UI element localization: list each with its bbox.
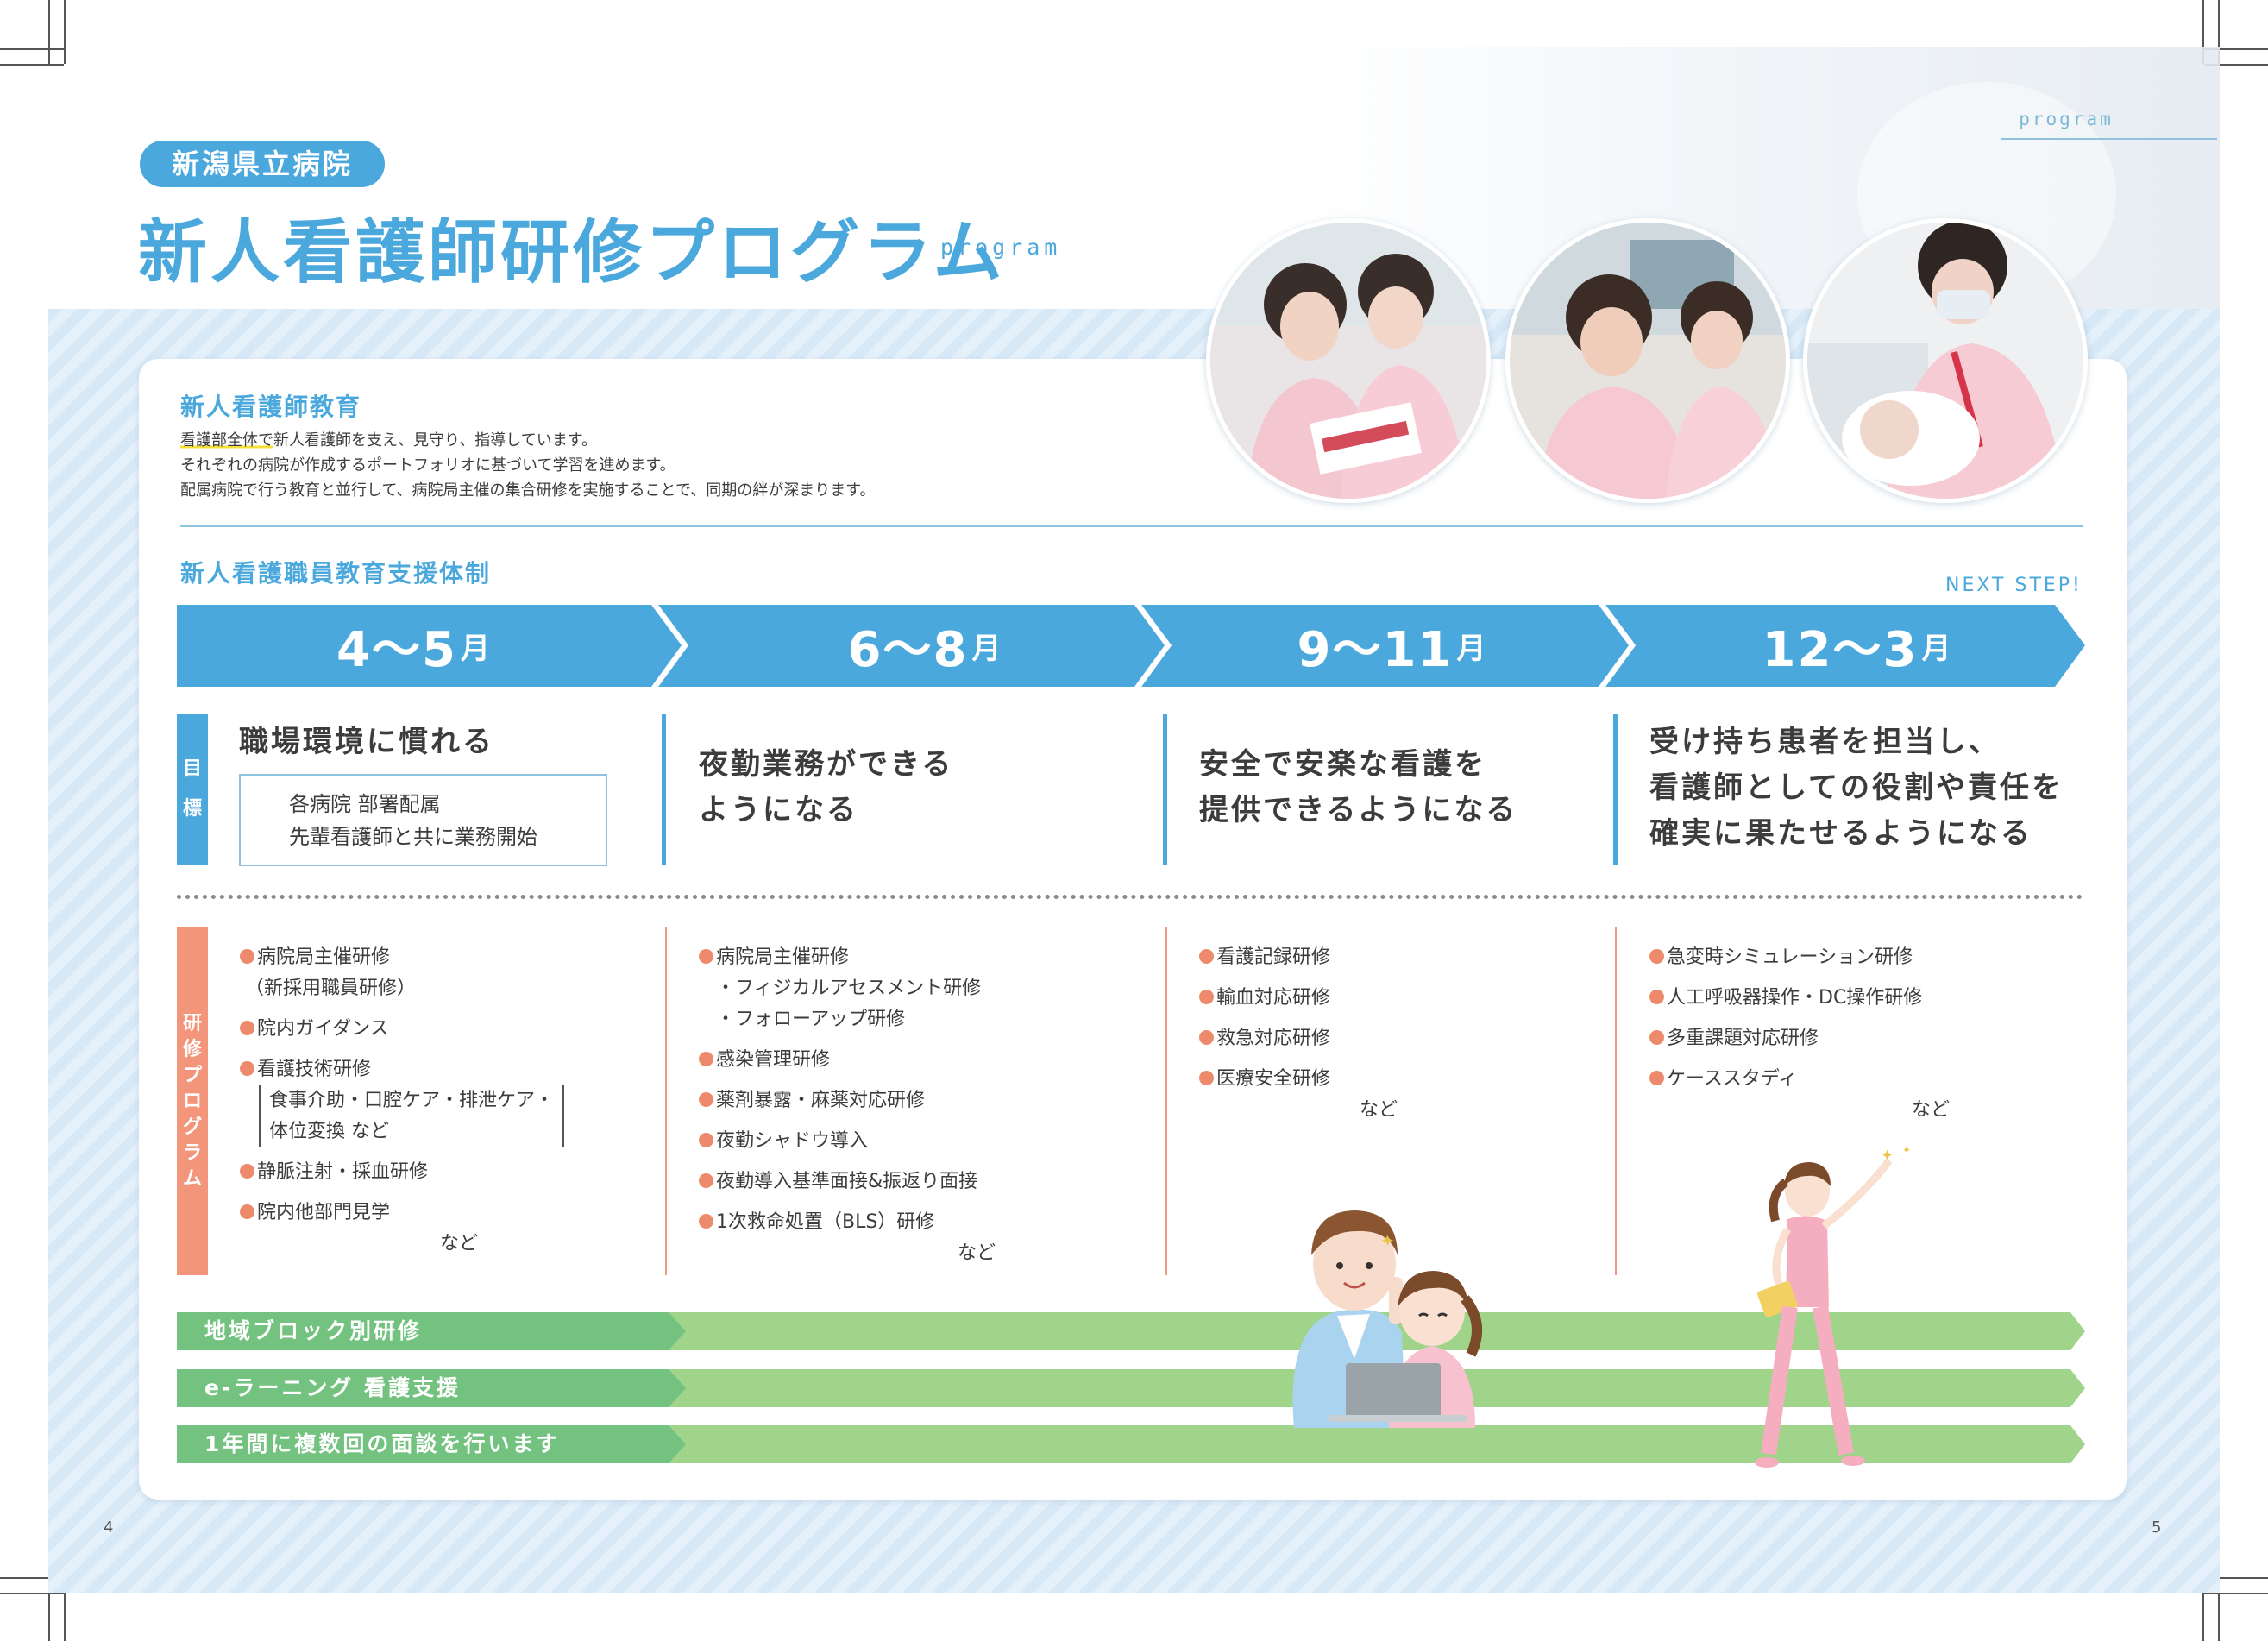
crop-mark [2202, 0, 2204, 64]
crop-mark [2204, 64, 2268, 66]
list-item-sub: （新採用職員研修） [245, 978, 417, 999]
section-title-support: 新人看護職員教育支援体制 [180, 559, 492, 588]
period-arrows [177, 605, 2085, 687]
list-item: 看護技術研修 [240, 1054, 564, 1085]
list-item: 1次救命処置（BLS）研修 [699, 1207, 996, 1238]
list-item: ケーススタディ [1649, 1064, 1950, 1095]
period-arrow-1 [177, 605, 682, 687]
band-interviews: 1年間に複数回の面談を行います [177, 1425, 2085, 1463]
intro-line-2: それぞれの病院が作成するポートフォリオに基づいて学習を進めます。 [180, 456, 675, 475]
next-step-label: NEXT STEP! [1945, 575, 2083, 596]
list-item: 院内ガイダンス [240, 1014, 564, 1045]
list-item: 病院局主催研修 [240, 942, 564, 973]
list-item: 看護記録研修 [1199, 942, 1398, 973]
crop-mark [2204, 48, 2268, 50]
etc-label: など [1360, 1099, 1398, 1121]
program-bar-2 [665, 927, 667, 1275]
photo-nurses-studying [1206, 218, 1491, 503]
crop-mark [0, 1577, 64, 1579]
goal-1-title: 職場環境に慣れる [239, 725, 494, 759]
list-item: 多重課題対応研修 [1649, 1023, 1950, 1054]
list-item: 薬剤暴露・麻薬対応研修 [699, 1085, 996, 1116]
corner-program-label: program [2019, 109, 2114, 129]
list-item: 救急対応研修 [1199, 1023, 1398, 1054]
list-item: 静脈注射・採血研修 [240, 1157, 564, 1188]
section-title-education: 新人看護師教育 [180, 393, 362, 421]
photo-nurse-with-baby [1803, 218, 2088, 503]
goal-tab: 目標 [177, 714, 208, 865]
intro-line-3: 配属病院で行う教育と並行して、病院局主催の集合研修を実施することで、同期の絆が深… [180, 481, 876, 500]
title-program-label: program [940, 235, 1062, 260]
list-item: 感染管理研修 [699, 1045, 996, 1076]
intro-text: 看護部全体で新人看護師を支え、見守り、指導しています。 それぞれの病院が作成する… [180, 428, 876, 503]
page-title: 新人看護師研修プログラム [138, 211, 1006, 292]
period-arrow-3 [1139, 605, 1629, 687]
intro-line-1: 看護部全体で新人看護師を支え、見守り、指導しています。 [180, 431, 597, 450]
crop-mark [0, 64, 64, 66]
goal-4-text: 受け持ち患者を担当し、看護師としての役割や責任を確実に果たせるようになる [1649, 725, 2064, 851]
goal-2-bar [662, 714, 666, 865]
etc-label: など [958, 1242, 996, 1264]
list-item: 院内他部門見学 [240, 1198, 564, 1229]
dotted-divider [177, 895, 2083, 899]
list-item-sub: ・フォローアップ研修 [716, 1009, 906, 1030]
corner-program-line [2001, 138, 2217, 140]
intro-highlight: 看護部全体で [180, 431, 273, 450]
list-item: 夜勤導入基準面接&振返り面接 [699, 1166, 996, 1198]
crop-mark [48, 0, 50, 64]
period-arrow-4 [1603, 605, 2085, 687]
list-item-sub: ・フィジカルアセスメント研修 [716, 978, 982, 999]
photo-nurses-smiling [1505, 218, 1790, 503]
svg-text:✦: ✦ [1902, 1144, 1911, 1156]
crop-mark [48, 1577, 50, 1641]
program-bar-4 [1615, 927, 1617, 1275]
crop-mark [2218, 1577, 2220, 1641]
svg-text:✦: ✦ [1380, 1230, 1395, 1251]
etc-label: など [440, 1233, 479, 1254]
crop-mark [0, 1593, 64, 1594]
program-tab: 研修プログラム [177, 927, 208, 1275]
list-item: 病院局主催研修 [699, 942, 996, 973]
page-number-right: 5 [2152, 1518, 2162, 1537]
goal-1-box: 各病院 部署配属 先輩看護師と共に業務開始 [239, 774, 607, 866]
list-item: 急変時シミュレーション研修 [1649, 942, 1950, 973]
list-item: 夜勤シャドウ導入 [699, 1126, 996, 1157]
hospital-badge: 新潟県立病院 [140, 141, 385, 187]
goal-3-text: 安全で安楽な看護を提供できるようになる [1199, 747, 1518, 827]
page-number-left: 4 [104, 1518, 114, 1537]
crop-mark [2218, 0, 2220, 64]
program-column-1: 病院局主催研修 （新採用職員研修） 院内ガイダンス 看護技術研修 食事介助・口腔… [240, 942, 565, 1260]
list-item-bracket: 食事介助・口腔ケア・排泄ケア・体位変換 など [259, 1085, 565, 1147]
program-column-2: 病院局主催研修 ・フィジカルアセスメント研修 ・フォローアップ研修 感染管理研修… [699, 942, 996, 1269]
list-item: 医療安全研修 [1199, 1064, 1398, 1095]
program-bar-3 [1165, 927, 1167, 1275]
program-column-4: 急変時シミュレーション研修 人工呼吸器操作・DC操作研修 多重課題対応研修 ケー… [1649, 942, 1950, 1126]
goal-3-bar [1163, 714, 1167, 865]
crop-mark [64, 1593, 66, 1641]
crop-mark [2204, 1593, 2268, 1594]
svg-text:✦: ✦ [1881, 1147, 1894, 1165]
illustration-nurses-laptop: ✦ [1292, 1210, 1483, 1428]
goal-4-bar [1613, 714, 1618, 865]
list-item: 人工呼吸器操作・DC操作研修 [1649, 983, 1950, 1014]
etc-label: など [1912, 1099, 1951, 1121]
goal-2-text: 夜勤業務ができるようになる [699, 747, 954, 827]
program-column-3: 看護記録研修 輸血対応研修 救急対応研修 医療安全研修 など [1199, 942, 1398, 1126]
section-divider [180, 525, 2083, 527]
crop-mark [0, 48, 64, 50]
crop-mark [2202, 1593, 2204, 1641]
crop-mark [2204, 1577, 2268, 1579]
illustration-nurse-walking: ✦ ✦ [1755, 1144, 1911, 1468]
crop-mark [64, 0, 66, 64]
list-item: 輸血対応研修 [1199, 983, 1398, 1014]
period-arrow-2 [656, 605, 1165, 687]
